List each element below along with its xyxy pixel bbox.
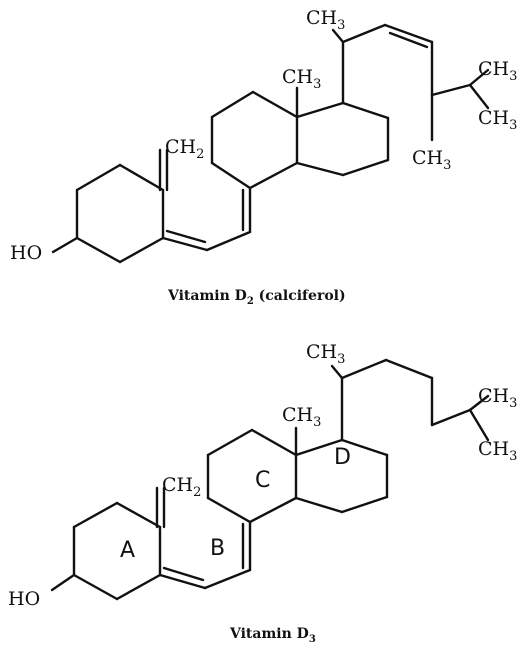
d2-side-chain bbox=[331, 23, 490, 142]
d3-ring-c bbox=[206, 428, 298, 524]
d3-ring-label-b: B bbox=[210, 536, 225, 561]
d2-ho-bond bbox=[51, 236, 79, 254]
d2-terminal-methyl-1-label: CH3 bbox=[478, 58, 517, 84]
d3-triene-linker bbox=[158, 520, 252, 590]
d3-ho-bond bbox=[50, 573, 76, 592]
d2-angular-methyl-label: CH3 bbox=[282, 66, 321, 92]
d3-ring-label-a: A bbox=[120, 538, 135, 563]
d2-methylene-double-bond bbox=[158, 148, 169, 192]
d2-hydroxyl-label: HO bbox=[10, 242, 42, 264]
d3-hydroxyl-label: HO bbox=[8, 588, 40, 610]
d3-methylene-double-bond bbox=[155, 486, 166, 529]
d3-ring-label-c: C bbox=[255, 468, 270, 493]
d3-side-methyl-top-label: CH3 bbox=[306, 341, 345, 367]
d3-terminal-methyl-2-label: CH3 bbox=[478, 438, 517, 464]
d3-ring-d bbox=[294, 438, 389, 514]
d3-ring-a bbox=[72, 501, 162, 601]
d2-side-methyl-bottom-label: CH3 bbox=[412, 147, 451, 173]
d3-caption: Vitamin D3 bbox=[229, 626, 316, 645]
d2-caption: Vitamin D2 (calciferol) bbox=[167, 288, 346, 307]
d3-ring-label-d: D bbox=[334, 445, 351, 470]
d2-side-methyl-top-label: CH3 bbox=[306, 7, 345, 33]
d2-triene-linker bbox=[161, 186, 252, 252]
d3-methylene-label: CH2 bbox=[162, 474, 201, 500]
d3-side-chain bbox=[330, 358, 490, 442]
d3-terminal-methyl-1-label: CH3 bbox=[478, 385, 517, 411]
d2-methylene-label: CH2 bbox=[165, 136, 204, 162]
d2-terminal-methyl-2-label: CH3 bbox=[478, 107, 517, 133]
d2-ring-d bbox=[295, 101, 390, 177]
d2-ring-c bbox=[210, 90, 299, 190]
d3-angular-methyl-label: CH3 bbox=[282, 404, 321, 430]
vitamin-d2-structure: HO CH2 CH3 CH3 CH3 CH3 CH3 Vitamin D2 (c… bbox=[10, 7, 517, 307]
vitamin-d3-structure: HO CH2 CH3 CH3 CH3 CH3 A B C D Vitamin D… bbox=[8, 341, 517, 645]
d2-ring-a bbox=[75, 163, 165, 264]
